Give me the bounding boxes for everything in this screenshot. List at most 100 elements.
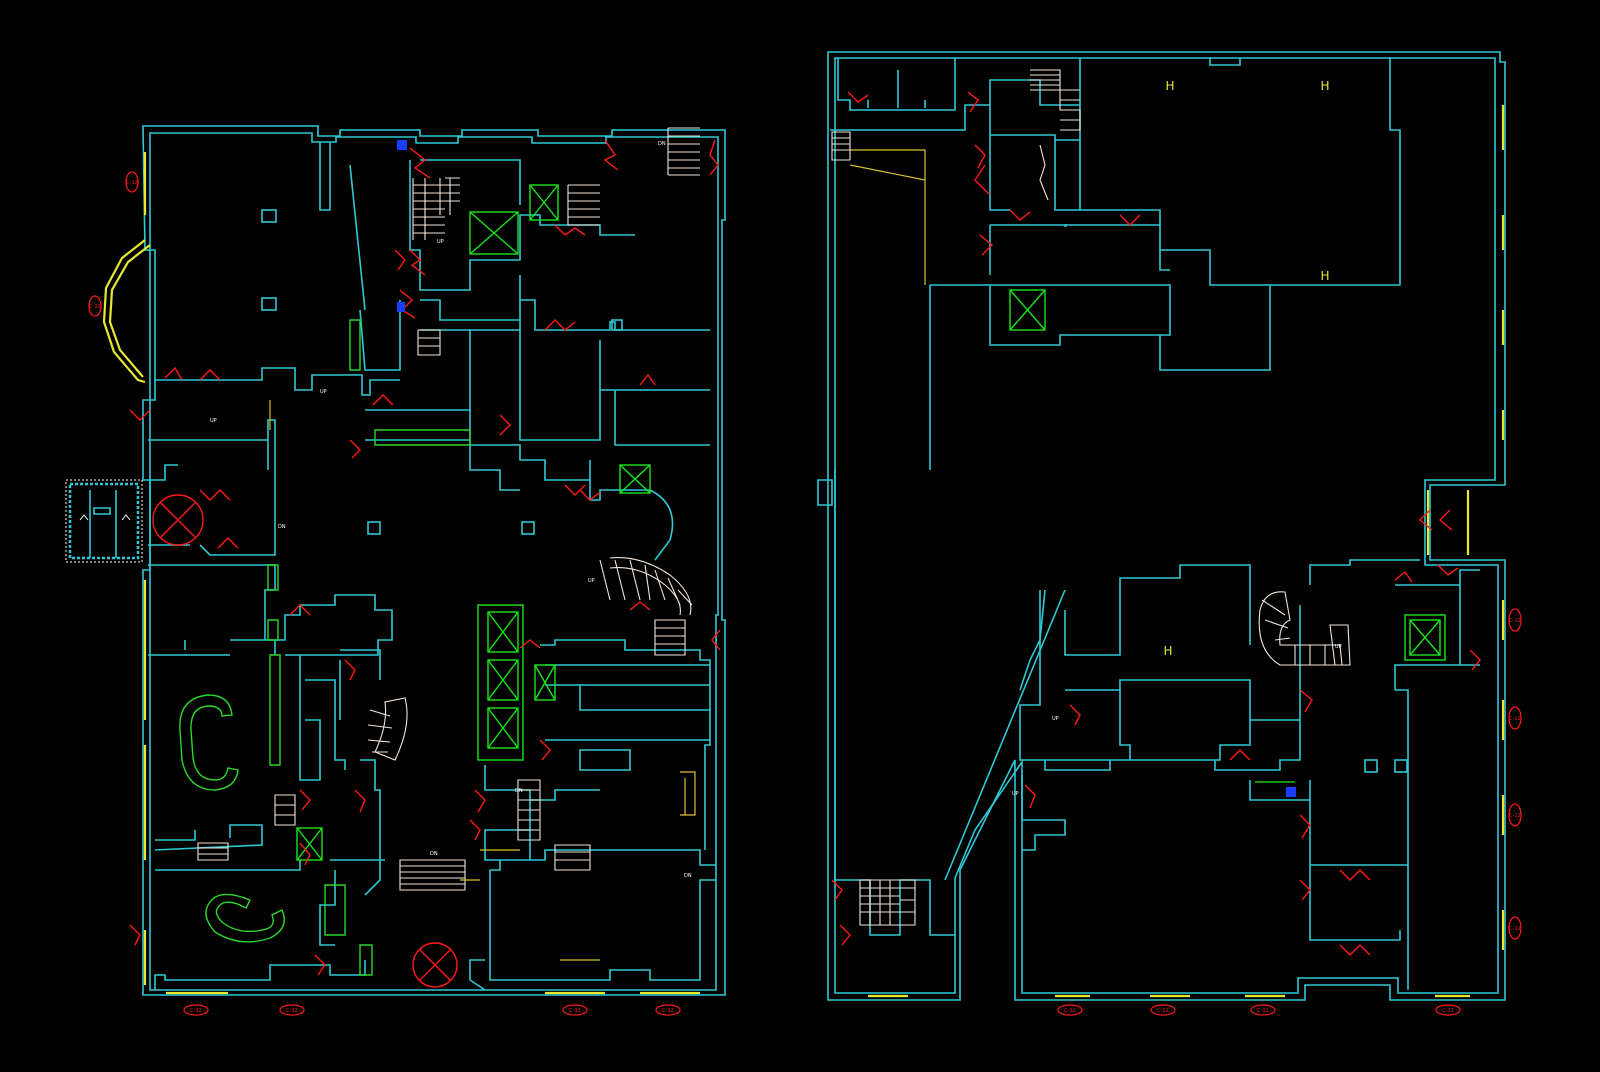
tag-rr-4: C-12	[1508, 916, 1522, 940]
right-outer-wall	[827, 51, 1506, 1001]
left-outer-wall	[142, 125, 726, 996]
column-r1	[1364, 759, 1378, 773]
up-mark: UP	[437, 239, 444, 245]
shaft-circle-bottom	[412, 942, 458, 988]
right-floor-plan[interactable]: H H H H UP UP UP C-12 C-12 C-12 C-12 C-1…	[817, 51, 1522, 1016]
lift-top-2	[529, 184, 559, 221]
tag-bottom-2: C-12	[279, 1004, 305, 1016]
up-mark: UP	[1012, 791, 1019, 797]
tag-text: C-12	[286, 1008, 298, 1014]
tag-text: C-12	[89, 304, 101, 310]
c-seating-lower	[205, 893, 285, 943]
tag-text: C-12	[1509, 813, 1521, 819]
c-seating-upper	[179, 694, 239, 791]
column-2	[261, 297, 277, 311]
column-r0	[1064, 224, 1067, 227]
left-inner-outline	[149, 132, 719, 991]
tag-text: C-12	[126, 180, 138, 186]
h-mark: H	[1320, 269, 1329, 283]
tag-rb-2: C-12	[1150, 1004, 1176, 1016]
column-3	[367, 521, 381, 535]
tag-rb-3: C-12	[1250, 1004, 1276, 1016]
tag-left-top: C-12	[125, 171, 139, 193]
tag-text: C-12	[1257, 1008, 1269, 1014]
stair-left-corridor	[831, 131, 851, 161]
tag-text: C-12	[662, 1008, 674, 1014]
stair-small-right	[1039, 144, 1049, 201]
up-mark: UP	[210, 418, 217, 424]
stair-mid-2	[517, 779, 541, 841]
tag-text: C-12	[190, 1008, 202, 1014]
tag-bottom-1: C-12	[183, 1004, 209, 1016]
tag-text: C-12	[1509, 716, 1521, 722]
tag-rr-2: C-12	[1508, 706, 1522, 730]
tag-rr-3: C-12	[1508, 803, 1522, 827]
stair-spiral-right	[1258, 591, 1351, 666]
yellow-corridor	[849, 149, 926, 285]
stair-top-right-plan	[1030, 69, 1081, 131]
lift-top-1	[469, 211, 519, 255]
stair-top-left	[412, 177, 460, 240]
lift-side	[534, 664, 556, 701]
lift-right-top	[1009, 289, 1046, 331]
blue-fixture-3	[1286, 787, 1296, 797]
tag-text: C-12	[569, 1008, 581, 1014]
tag-rb-4: C-12	[1435, 1004, 1461, 1016]
stair-bottom-left-plan	[859, 879, 916, 926]
tag-text: C-12	[1509, 618, 1521, 624]
h-mark: H	[1165, 79, 1174, 93]
dn-mark: DN	[684, 873, 692, 879]
tag-text: C-12	[1157, 1008, 1169, 1014]
left-room-lines	[148, 142, 716, 991]
bay-window	[102, 239, 146, 384]
dn-mark: DN	[430, 851, 438, 857]
stair-left-small	[197, 842, 229, 861]
corridor-line	[269, 400, 696, 961]
left-floor-plan[interactable]: C-12 C-12 C-12 C-12 C-12 C-12 UP DN DN D…	[65, 125, 726, 1016]
tag-bottom-3: C-12	[562, 1004, 588, 1016]
tag-text: C-12	[1064, 1008, 1076, 1014]
stair-top-mid	[567, 184, 600, 226]
blue-fixture-1	[397, 140, 407, 150]
stair-mark: UP	[1335, 644, 1342, 650]
stair-top-right	[667, 127, 700, 176]
dn-mark: DN	[658, 141, 666, 147]
shaft-circle-left	[152, 494, 204, 546]
stair-bottom-center	[399, 859, 466, 891]
column-r2	[1394, 759, 1408, 773]
stair-mark: UP	[588, 578, 595, 584]
stair-bottom-mid	[554, 844, 591, 871]
dn-mark: DN	[278, 524, 286, 530]
dn-mark: DN	[515, 788, 523, 794]
stair-spiral-small	[367, 697, 408, 761]
column-4	[521, 521, 535, 535]
diagonal-wall	[944, 589, 1066, 881]
up-mark: UP	[320, 389, 327, 395]
right-room-lines	[817, 58, 1480, 990]
bay-window-inner	[108, 244, 151, 378]
tag-left-bay: C-12	[88, 295, 102, 317]
column-5	[611, 319, 623, 331]
blue-fixture-2	[397, 302, 405, 312]
up-mark: UP	[1052, 716, 1059, 722]
lift-bank	[477, 604, 524, 761]
annex-structure	[65, 479, 143, 563]
column-1	[261, 209, 277, 223]
h-mark: H	[1163, 644, 1172, 658]
tag-text: C-12	[1442, 1008, 1454, 1014]
lift-mid	[619, 464, 651, 494]
lift-bottom-left	[296, 827, 323, 861]
tag-text: C-12	[1509, 926, 1521, 932]
doors-right-plan	[831, 91, 1481, 956]
lift-right-bottom	[1404, 614, 1446, 661]
h-mark: H	[1320, 79, 1329, 93]
tag-rr-1: C-12	[1508, 608, 1522, 632]
stair-ramp-left	[274, 794, 296, 826]
fixture-bar-left	[267, 319, 471, 976]
stair-mid-right	[654, 619, 686, 656]
left-vertical-wall	[834, 500, 955, 936]
right-inner-outline	[834, 57, 1499, 994]
tag-rb-1: C-12	[1057, 1004, 1083, 1016]
